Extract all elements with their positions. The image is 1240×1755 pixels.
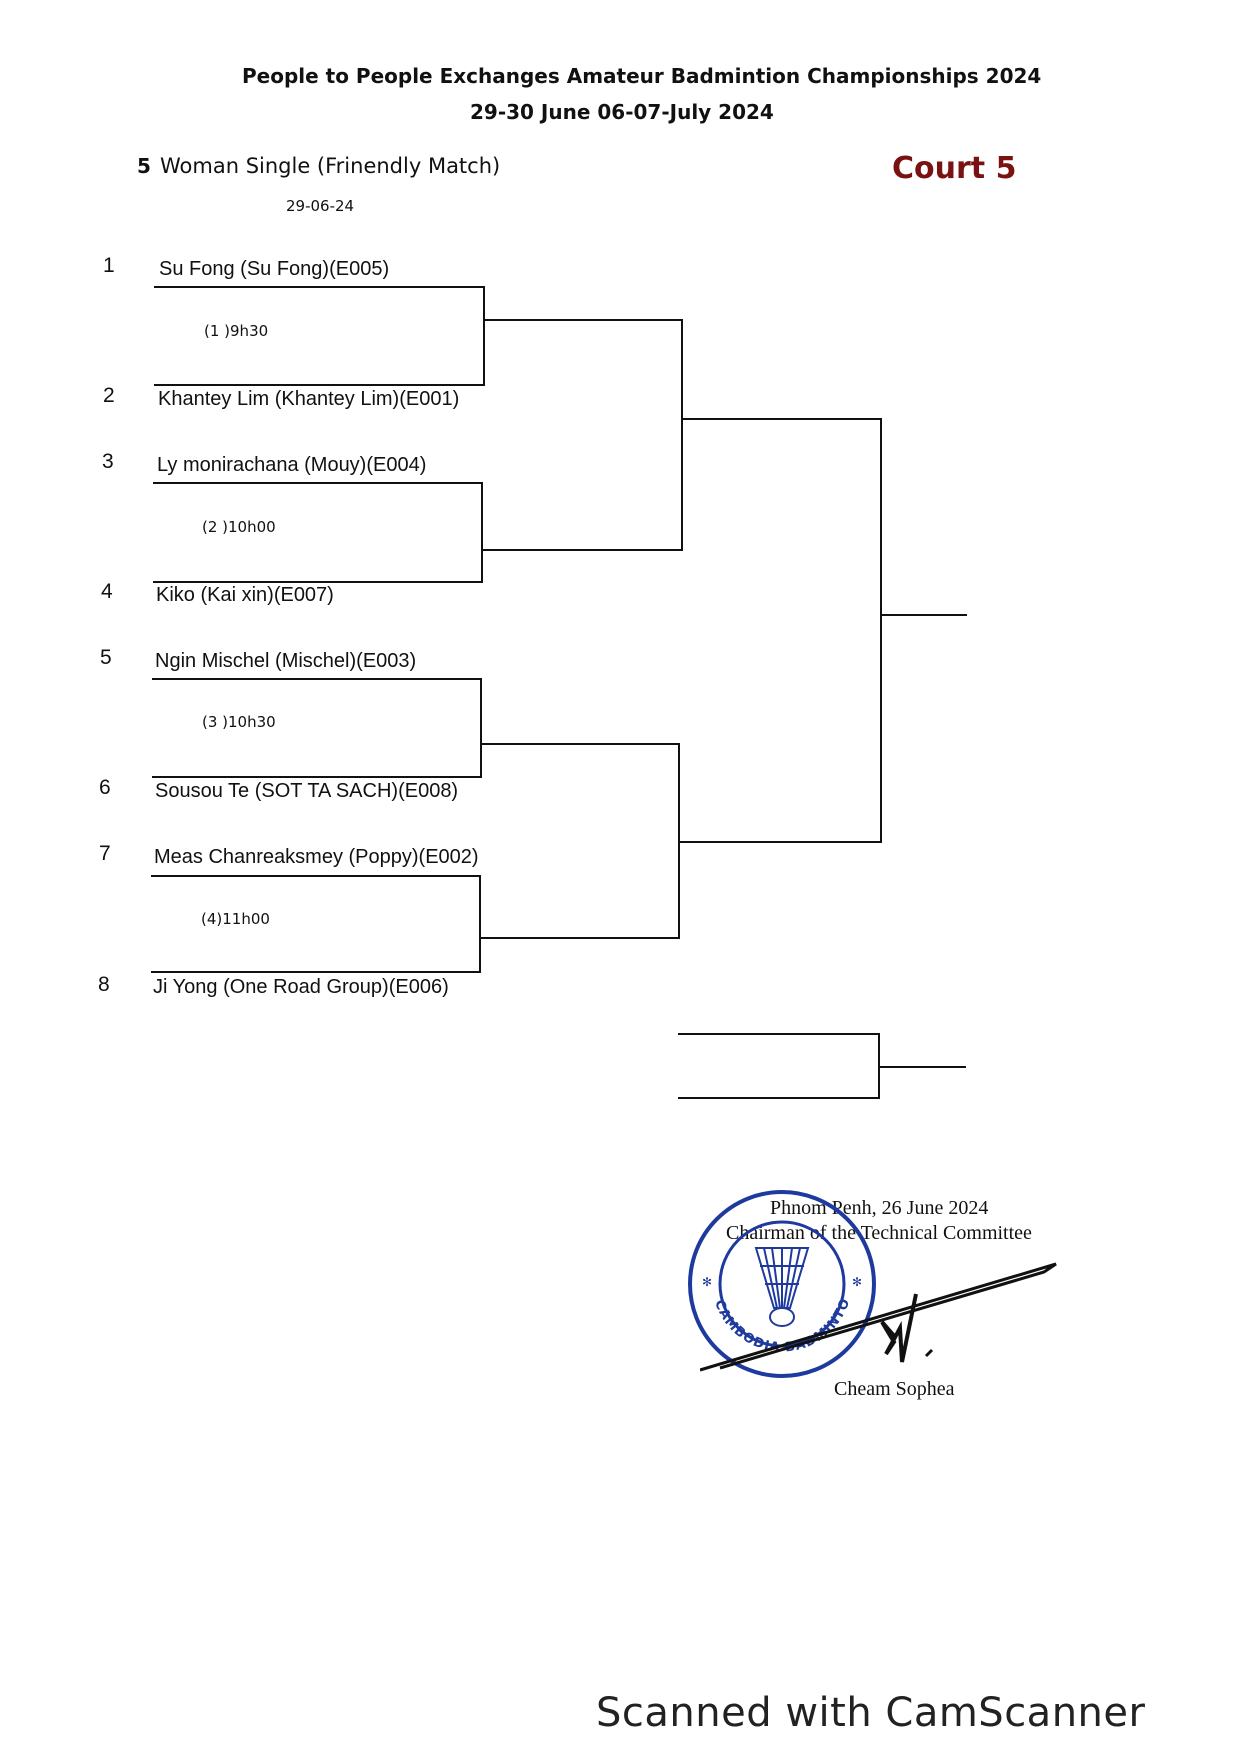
event-date: 29-06-24: [286, 197, 355, 215]
signatory-name: Cheam Sophea: [834, 1378, 955, 1400]
bracket-line: [152, 776, 482, 778]
bracket-line: [678, 1033, 880, 1035]
player-name: Ly monirachana (Mouy)(E004): [157, 454, 427, 476]
bracket-line: [481, 482, 483, 583]
player-name: Khantey Lim (Khantey Lim)(E001): [158, 388, 460, 410]
bracket-line: [480, 743, 680, 745]
bracket-line: [152, 678, 482, 680]
bracket-line: [879, 1066, 966, 1068]
camscanner-watermark: Scanned with CamScanner: [596, 1690, 1146, 1736]
player-name: Meas Chanreaksmey (Poppy)(E002): [154, 846, 479, 868]
bracket-line: [151, 875, 481, 877]
player-name: Kiko (Kai xin)(E007): [156, 584, 334, 606]
match-time: (3 )10h30: [202, 713, 276, 731]
bracket-line: [153, 482, 483, 484]
player-name: Su Fong (Su Fong)(E005): [159, 258, 390, 280]
bracket-line: [479, 875, 481, 973]
player-name: Ji Yong (One Road Group)(E006): [153, 976, 449, 998]
seed-number: 8: [98, 973, 110, 996]
court-label: Court 5: [892, 151, 1017, 186]
bracket-line: [880, 418, 882, 843]
seed-number: 7: [99, 842, 111, 865]
federation-stamp: CAMBODIA BADMINTON FEDERATION ✻ ✻: [678, 1175, 880, 1382]
bracket-line: [483, 319, 683, 321]
svg-text:✻: ✻: [702, 1275, 712, 1289]
signature-role: Chairman of the Technical Committee: [726, 1222, 1032, 1244]
bracket-line: [679, 841, 880, 843]
seed-number: 6: [99, 776, 111, 799]
tournament-title: People to People Exchanges Amateur Badmi…: [242, 64, 1042, 88]
bracket-line: [681, 319, 683, 551]
bracket-line: [154, 286, 485, 288]
bracket-line: [479, 937, 679, 939]
match-time: (2 )10h00: [202, 518, 276, 536]
player-name: Ngin Mischel (Mischel)(E003): [155, 650, 417, 672]
bracket-line: [481, 549, 682, 551]
tournament-dates: 29-30 June 06-07-July 2024: [470, 100, 774, 124]
seed-number: 2: [103, 384, 115, 407]
bracket-line: [682, 418, 882, 420]
match-time: (1 )9h30: [204, 322, 269, 340]
stamp-graphic: CAMBODIA BADMINTON FEDERATION ✻ ✻: [678, 1175, 876, 1378]
svg-text:✻: ✻: [852, 1275, 862, 1289]
player-name: Sousou Te (SOT TA SACH)(E008): [155, 780, 459, 802]
bracket-line: [153, 581, 483, 583]
bracket-line: [483, 286, 485, 386]
handwritten-signature: [699, 1258, 1060, 1378]
bracket-line: [151, 971, 481, 973]
seed-number: 3: [102, 450, 114, 473]
seed-number: 1: [103, 254, 115, 277]
match-time: (4)11h00: [201, 910, 270, 928]
event-number: 5: [137, 154, 151, 178]
event-name: Woman Single (Frinendly Match): [160, 154, 501, 178]
bracket-line: [480, 678, 482, 778]
bracket-line: [881, 614, 967, 616]
bracket-line: [678, 1097, 880, 1099]
bracket-line: [154, 384, 485, 386]
seed-number: 4: [101, 580, 113, 603]
seed-number: 5: [100, 646, 112, 669]
